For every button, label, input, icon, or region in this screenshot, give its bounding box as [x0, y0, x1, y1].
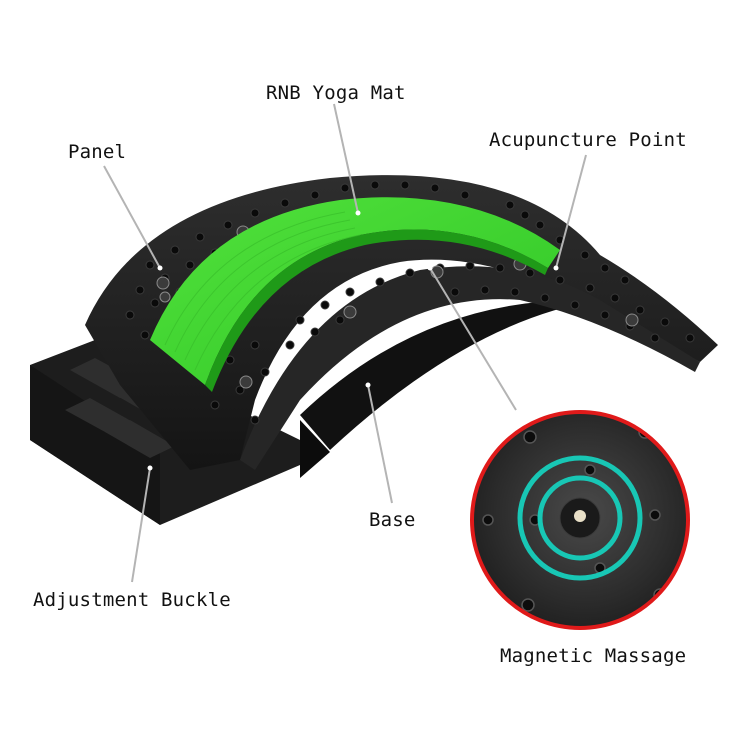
magnet-ring-inner [537, 475, 623, 561]
label-panel: Panel [68, 141, 127, 163]
magnet-ring-outer [517, 455, 643, 581]
zoom-ring [470, 410, 690, 630]
label-acupuncture-point: Acupuncture Point [489, 129, 687, 151]
label-magnetic-massage: Magnetic Massage [500, 645, 687, 667]
yoga-mat-side [205, 229, 548, 392]
yoga-mat [150, 197, 560, 385]
yoga-mat-texture [164, 211, 361, 371]
base-inner-shadow [300, 420, 330, 478]
base-shape [300, 300, 600, 450]
label-yoga-mat: RNB Yoga Mat [266, 82, 406, 104]
leader-dots [147, 210, 559, 471]
buckle-block-front [30, 365, 160, 525]
magnet-core-center [574, 510, 586, 522]
label-adjustment-buckle: Adjustment Buckle [33, 589, 231, 611]
leader-lines [103, 103, 587, 583]
buckle-slots-2 [65, 398, 175, 458]
panel-edge [240, 266, 700, 470]
label-base: Base [369, 509, 416, 531]
